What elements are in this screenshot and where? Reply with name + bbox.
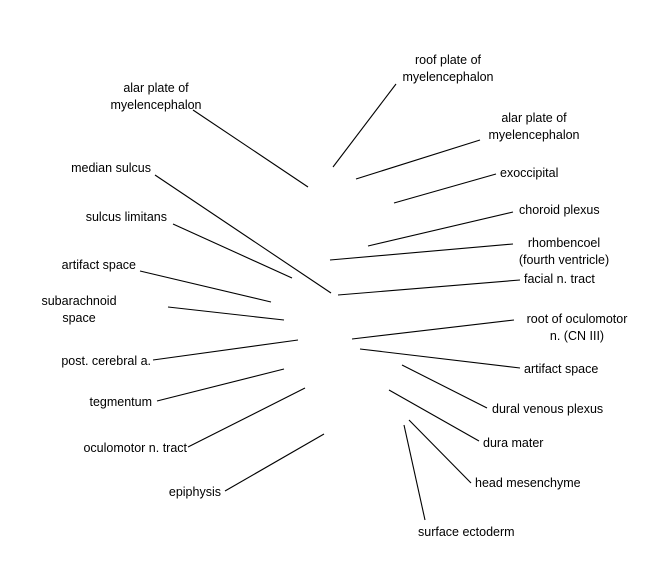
label-surface-ectoderm: surface ectoderm [418,525,515,539]
label-median-sulcus: median sulcus [71,161,151,175]
label-alar-plate-left: alar plate of myelencephalon [110,81,202,112]
leader-surface-ectoderm [403,424,426,521]
label-rhombencoel: rhombencoel (fourth ventricle) [518,236,610,267]
leader-choroid-plexus [367,211,514,247]
leader-facial-tract [337,279,521,296]
leader-sulcus-limitans [172,223,293,279]
leader-post-cerebral-a [152,339,299,361]
label-subarachnoid-space: subarachnoid space [41,294,117,325]
leader-median-sulcus [154,174,332,294]
leader-artifact-space-left [139,270,272,303]
leader-alar-plate-left [192,109,309,188]
label-head-mesenchyme: head mesenchyme [475,476,581,490]
leader-root-oculomotor [351,319,515,340]
label-epiphysis: epiphysis [168,485,221,499]
leader-subarachnoid-space [167,306,285,321]
label-choroid-plexus: choroid plexus [519,203,600,217]
leader-epiphysis [224,433,325,492]
leader-exoccipital [393,173,497,204]
label-artifact-space-left: artifact space [61,258,136,272]
label-sulcus-limitans: sulcus limitans [85,210,167,224]
leader-dural-venous-plexus [401,364,488,409]
leader-rhombencoel [329,243,514,261]
leader-tegmentum [156,368,285,402]
label-post-cerebral-a: post. cerebral a. [61,354,151,368]
label-dura-mater: dura mater [483,436,544,450]
label-facial-tract: facial n. tract [524,272,595,286]
label-artifact-space-right: artifact space [524,362,599,376]
leader-head-mesenchyme [408,419,472,484]
leader-dura-mater [388,389,480,442]
leader-roof-plate [332,83,397,168]
label-roof-plate: roof plate of myelencephalon [402,53,494,84]
leader-artifact-space-right [359,348,521,369]
leader-alar-plate-right [355,139,481,180]
label-dural-venous-plexus: dural venous plexus [492,402,604,416]
label-tegmentum: tegmentum [89,395,152,409]
label-exoccipital: exoccipital [500,166,559,180]
label-root-oculomotor: root of oculomotor n. (CN III) [526,312,628,343]
label-alar-plate-right: alar plate of myelencephalon [488,111,580,142]
leader-oculomotor-tract [187,387,306,448]
label-oculomotor-tract: oculomotor n. tract [83,441,187,455]
